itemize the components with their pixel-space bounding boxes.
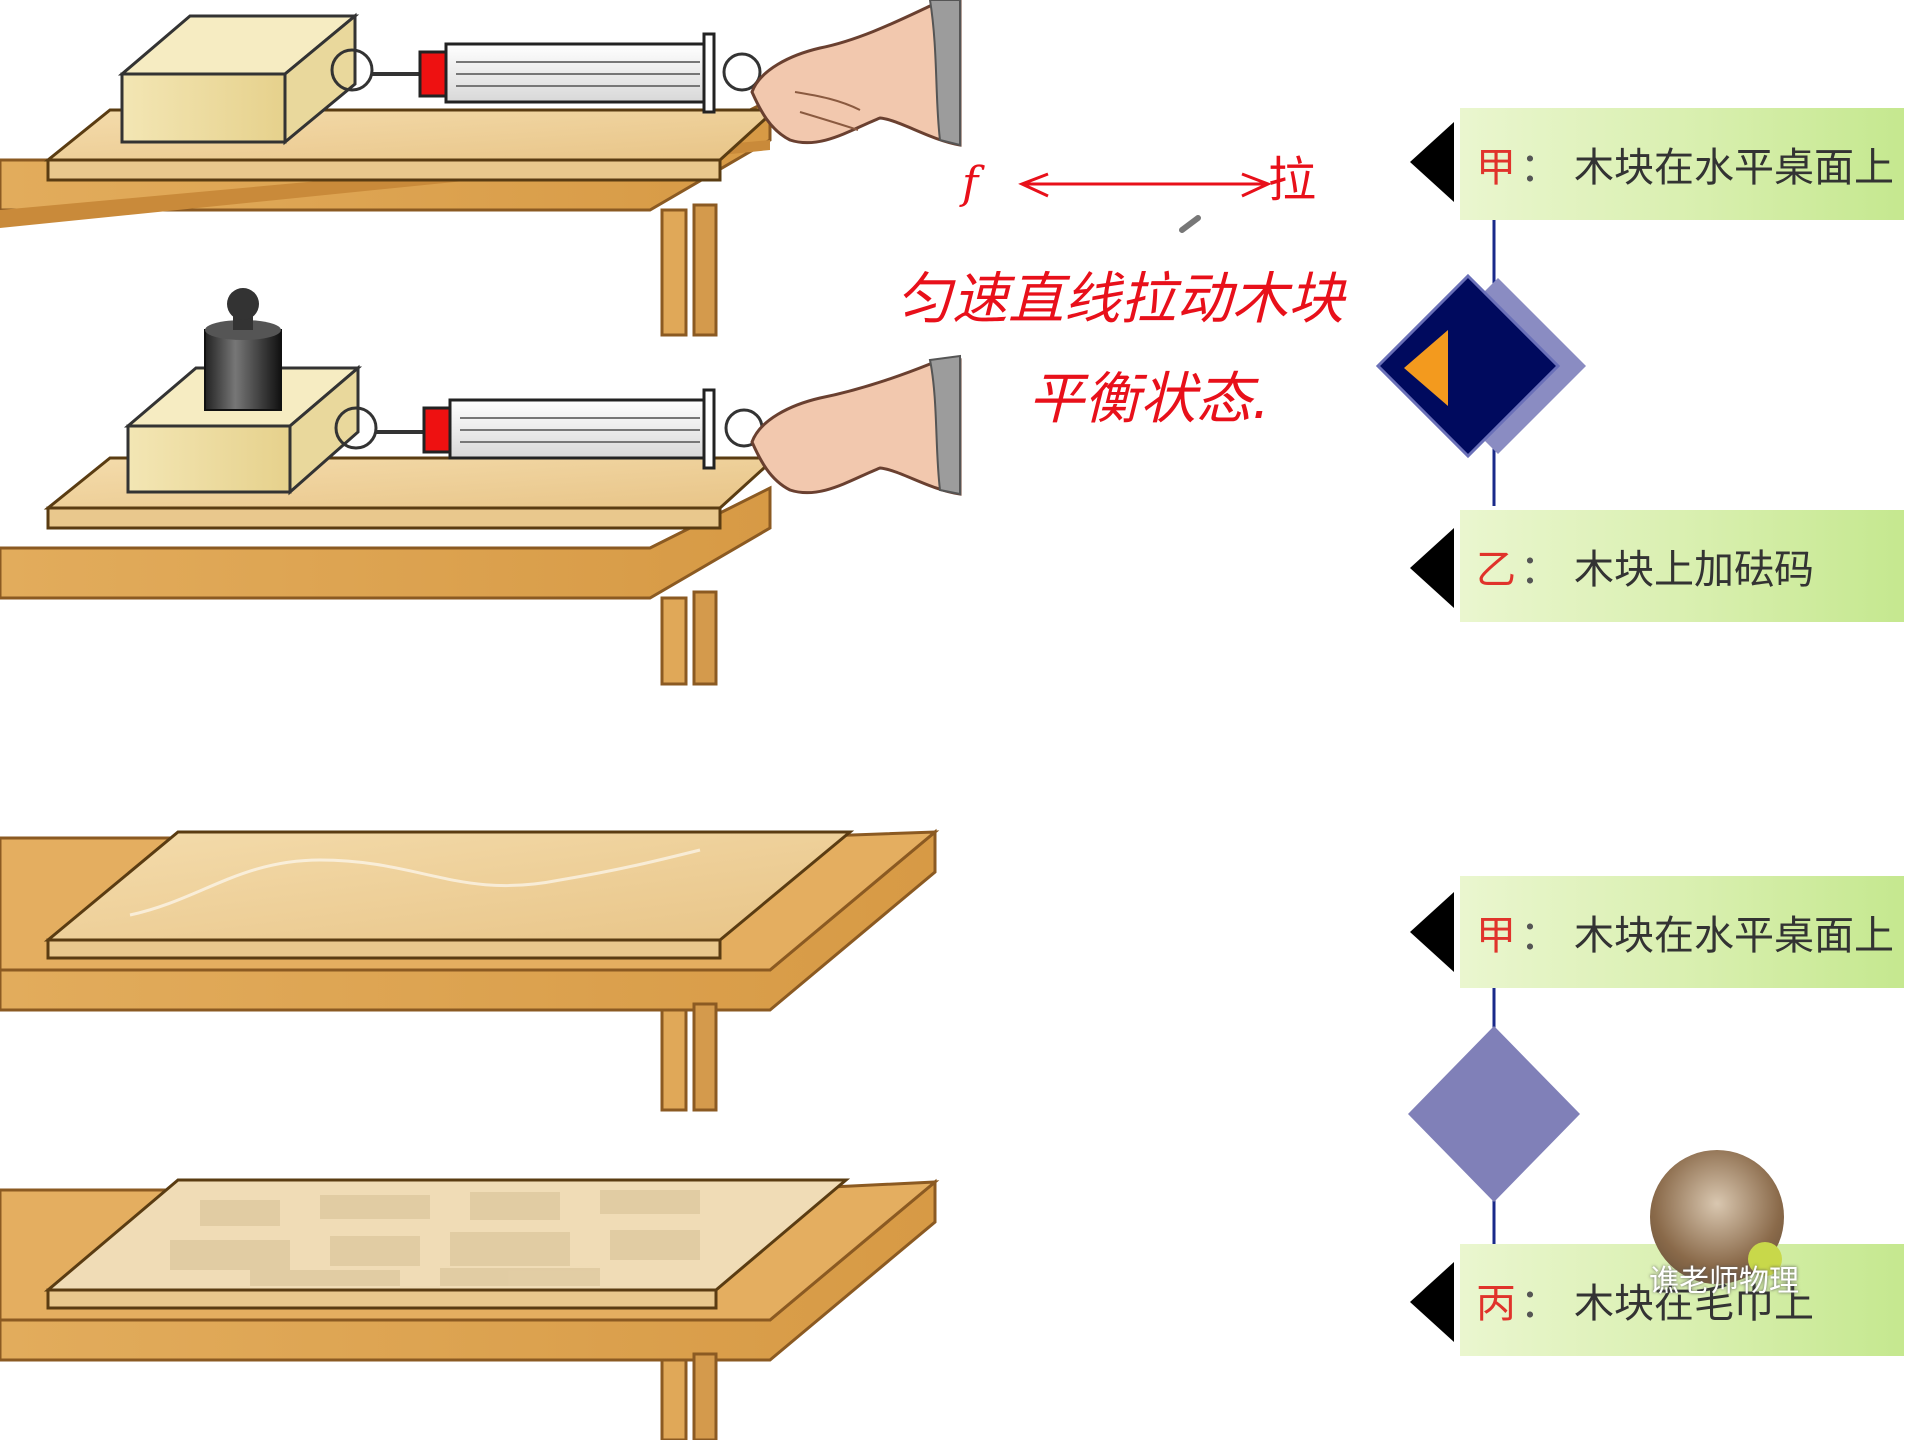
triangle-left-icon [1404,330,1448,406]
annotation-force-f: f [959,158,985,209]
annotation-line1: 匀速直线拉动木块 [896,267,1347,332]
table-4 [0,1178,940,1440]
label-text: 木块在水平桌面上 [1574,913,1894,959]
wood-block-2 [123,364,363,496]
annotation-arrow [1018,172,1272,198]
wood-block-1 [117,12,360,146]
weight [204,288,282,411]
label-text: 木块上加砝码 [1574,547,1814,593]
pointer-arrow-icon [1410,528,1454,608]
label-prefix: 甲 [1476,913,1516,959]
label-prefix: 甲 [1476,145,1516,191]
diamond-active[interactable] [1375,273,1586,459]
spring-scale-2 [334,388,764,470]
label-colon: ： [1520,913,1560,959]
diamond-inactive[interactable] [1408,1026,1580,1202]
label-condition-yi[interactable]: 乙： 木块上加砝码 [1460,510,1904,622]
label-text: 木块在水平桌面上 [1574,145,1894,191]
label-text: 木块在毛巾上 [1574,1281,1814,1327]
verified-badge-icon [1748,1242,1782,1276]
label-condition-jia-1[interactable]: 甲： 木块在水平桌面上 [1460,108,1904,220]
annotation-force-pull: 拉 [1268,152,1316,208]
pointer-arrow-icon [1410,122,1454,202]
spring-scale-1 [330,32,762,114]
label-colon: ： [1520,547,1560,593]
hand-2 [750,354,962,496]
table-1 [0,97,779,337]
hand-1 [750,0,962,147]
label-condition-jia-2[interactable]: 甲： 木块在水平桌面上 [1460,876,1904,988]
towel-pattern [170,1190,700,1286]
annotation-line2: 平衡状态. [1028,367,1270,432]
pointer-arrow-icon [1410,1262,1454,1342]
label-colon: ： [1520,145,1560,191]
pen-mark [1179,215,1201,233]
pointer-arrow-icon [1410,892,1454,972]
label-prefix: 乙 [1476,547,1516,593]
watermark-avatar [1650,1150,1784,1284]
table-3 [0,828,940,1112]
label-prefix: 丙 [1476,1281,1516,1327]
watermark-text: 谯老师物理 [1649,1264,1799,1299]
table-2 [0,456,779,686]
label-colon: ： [1520,1281,1560,1327]
